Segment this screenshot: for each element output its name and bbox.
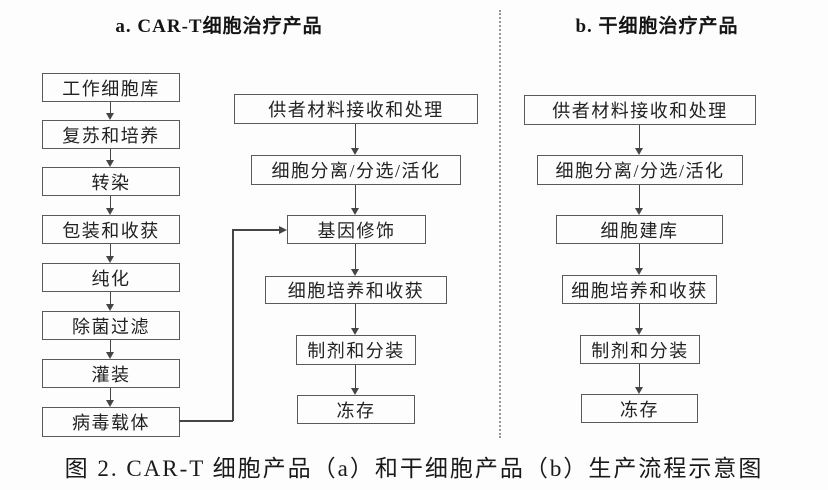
arrow-down-icon	[351, 124, 360, 155]
flow-node-filling: 灌装	[42, 359, 180, 388]
arrow-down-icon	[106, 388, 115, 407]
flow-node-cell-culture-harvest-a: 细胞培养和收获	[265, 276, 447, 304]
flow-node-cell-separation-b: 细胞分离/分选/活化	[537, 155, 743, 185]
flow-node-working-cell-bank: 工作细胞库	[42, 73, 180, 102]
flow-node-cryopreservation-a: 冻存	[297, 395, 415, 424]
flow-node-donor-material-b: 供者材料接收和处理	[524, 95, 756, 125]
flow-node-purification: 纯化	[42, 263, 180, 292]
arrow-down-icon	[351, 244, 360, 276]
flow-node-cell-banking: 细胞建库	[556, 215, 723, 244]
arrow-down-icon	[635, 304, 644, 335]
section-b-title: b. 干细胞治疗产品	[575, 16, 739, 37]
arrow-down-icon	[106, 292, 115, 311]
arrow-down-icon	[635, 125, 644, 155]
arrow-down-icon	[351, 304, 360, 335]
flow-node-cell-culture-harvest-b: 细胞培养和收获	[562, 275, 717, 304]
arrow-down-icon	[635, 364, 644, 394]
section-a-title: a. CAR-T细胞治疗产品	[115, 16, 323, 37]
arrow-down-icon	[351, 185, 360, 215]
flow-node-gene-modification: 基因修饰	[287, 215, 426, 244]
flow-node-formulation-filling-a: 制剂和分装	[296, 335, 416, 365]
connector-line	[232, 229, 279, 231]
flow-node-cryopreservation-b: 冻存	[581, 394, 698, 423]
connector-line	[179, 420, 233, 422]
arrow-down-icon	[106, 102, 115, 120]
flow-node-viral-vector: 病毒载体	[42, 407, 180, 437]
flow-node-thaw-and-culture: 复苏和培养	[42, 120, 180, 149]
arrow-down-icon	[351, 365, 360, 395]
arrow-down-icon	[106, 244, 115, 263]
figure-caption: 图 2. CAR-T 细胞产品（a）和干细胞产品（b）生产流程示意图	[64, 456, 764, 481]
flow-node-sterile-filtration: 除菌过滤	[42, 311, 180, 340]
arrow-down-icon	[106, 149, 115, 167]
connector-line	[232, 229, 234, 421]
flow-node-donor-material-a: 供者材料接收和处理	[234, 94, 478, 124]
flow-node-cell-separation-a: 细胞分离/分选/活化	[251, 155, 461, 185]
arrow-down-icon	[635, 244, 644, 275]
flow-node-formulation-filling-b: 制剂和分装	[580, 335, 700, 364]
flow-node-transfection: 转染	[42, 167, 180, 196]
arrow-down-icon	[106, 340, 115, 359]
arrow-right-icon	[279, 225, 287, 234]
arrow-down-icon	[106, 196, 115, 215]
section-divider	[499, 10, 501, 438]
flow-node-package-and-harvest: 包装和收获	[42, 215, 180, 244]
arrow-down-icon	[635, 185, 644, 215]
